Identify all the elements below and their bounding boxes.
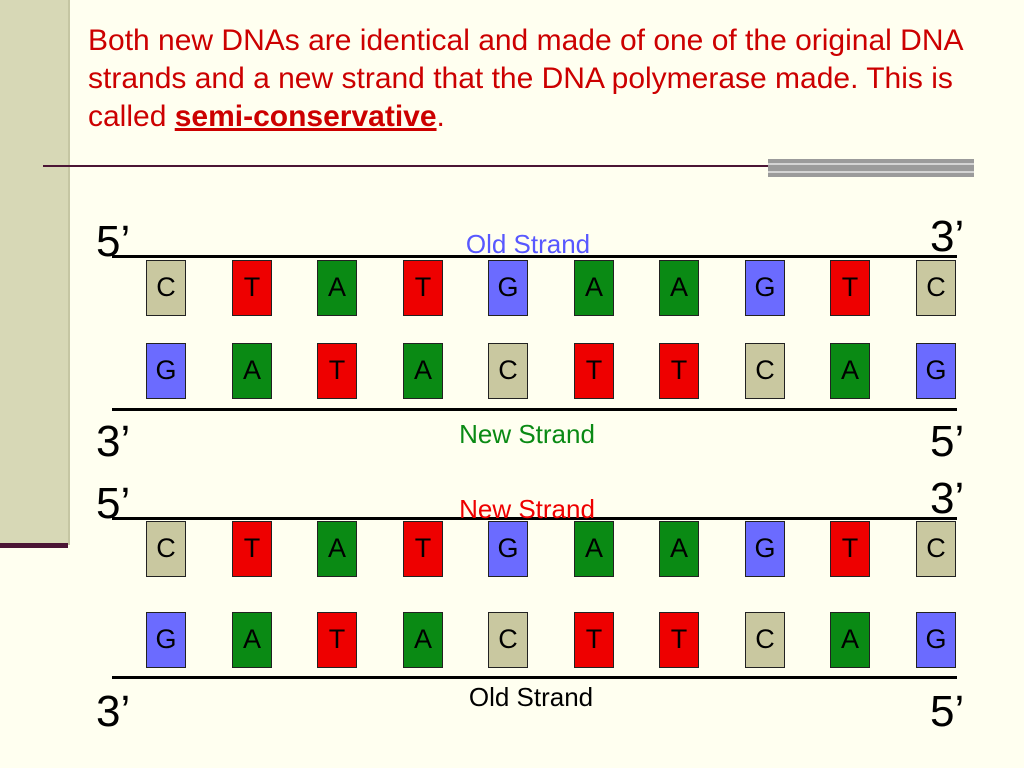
strand-label-old-2: Old Strand [468, 682, 594, 712]
base-T: T [830, 521, 870, 577]
strand-backbone-top-2 [112, 517, 957, 520]
strand-label-old-1: Old Strand [465, 229, 591, 259]
base-A: A [659, 521, 699, 577]
base-T: T [232, 521, 272, 577]
base-A: A [574, 260, 614, 316]
base-G: G [916, 343, 956, 399]
base-A: A [830, 343, 870, 399]
base-C: C [146, 260, 186, 316]
end-label-top-right-2: 3’ [930, 474, 965, 523]
base-C: C [745, 612, 785, 668]
end-label-top-left-1: 5’ [96, 217, 131, 266]
strand-backbone-bottom-1 [112, 408, 957, 411]
base-T: T [830, 260, 870, 316]
base-A: A [317, 260, 357, 316]
end-label-top-right-1: 3’ [930, 212, 965, 261]
base-T: T [403, 260, 443, 316]
base-C: C [146, 521, 186, 577]
base-C: C [916, 521, 956, 577]
base-A: A [403, 612, 443, 668]
slide-title: Both new DNAs are identical and made of … [88, 22, 988, 136]
end-label-bottom-left-1: 3’ [96, 417, 131, 466]
title-text: Both new DNAs are identical and made of … [88, 24, 962, 133]
strand-backbone-top-1 [112, 255, 957, 258]
base-A: A [659, 260, 699, 316]
base-T: T [659, 612, 699, 668]
end-label-bottom-left-2: 3’ [96, 687, 131, 736]
base-T: T [403, 521, 443, 577]
title-divider [43, 165, 768, 167]
base-A: A [232, 612, 272, 668]
base-A: A [830, 612, 870, 668]
title-end: . [436, 100, 445, 133]
base-G: G [146, 612, 186, 668]
base-T: T [317, 612, 357, 668]
base-G: G [745, 260, 785, 316]
base-G: G [916, 612, 956, 668]
base-A: A [574, 521, 614, 577]
base-C: C [745, 343, 785, 399]
base-T: T [232, 260, 272, 316]
base-T: T [574, 343, 614, 399]
strand-backbone-bottom-2 [112, 676, 957, 679]
end-label-top-left-2: 5’ [96, 479, 131, 528]
left-decor-bar [0, 0, 70, 545]
base-A: A [403, 343, 443, 399]
end-label-bottom-right-1: 5’ [930, 417, 965, 466]
base-G: G [146, 343, 186, 399]
base-A: A [317, 521, 357, 577]
base-T: T [574, 612, 614, 668]
title-accent-bars [768, 159, 974, 177]
base-T: T [317, 343, 357, 399]
base-T: T [659, 343, 699, 399]
strand-label-new-1: New Strand [459, 419, 595, 449]
base-C: C [488, 612, 528, 668]
base-C: C [916, 260, 956, 316]
strand-label-new-2: New Strand [459, 494, 595, 524]
end-label-bottom-right-2: 5’ [930, 687, 965, 736]
base-G: G [488, 260, 528, 316]
left-decor-rule [0, 543, 68, 548]
base-G: G [488, 521, 528, 577]
base-A: A [232, 343, 272, 399]
title-emphasis: semi-conservative [174, 100, 437, 133]
base-G: G [745, 521, 785, 577]
base-C: C [488, 343, 528, 399]
